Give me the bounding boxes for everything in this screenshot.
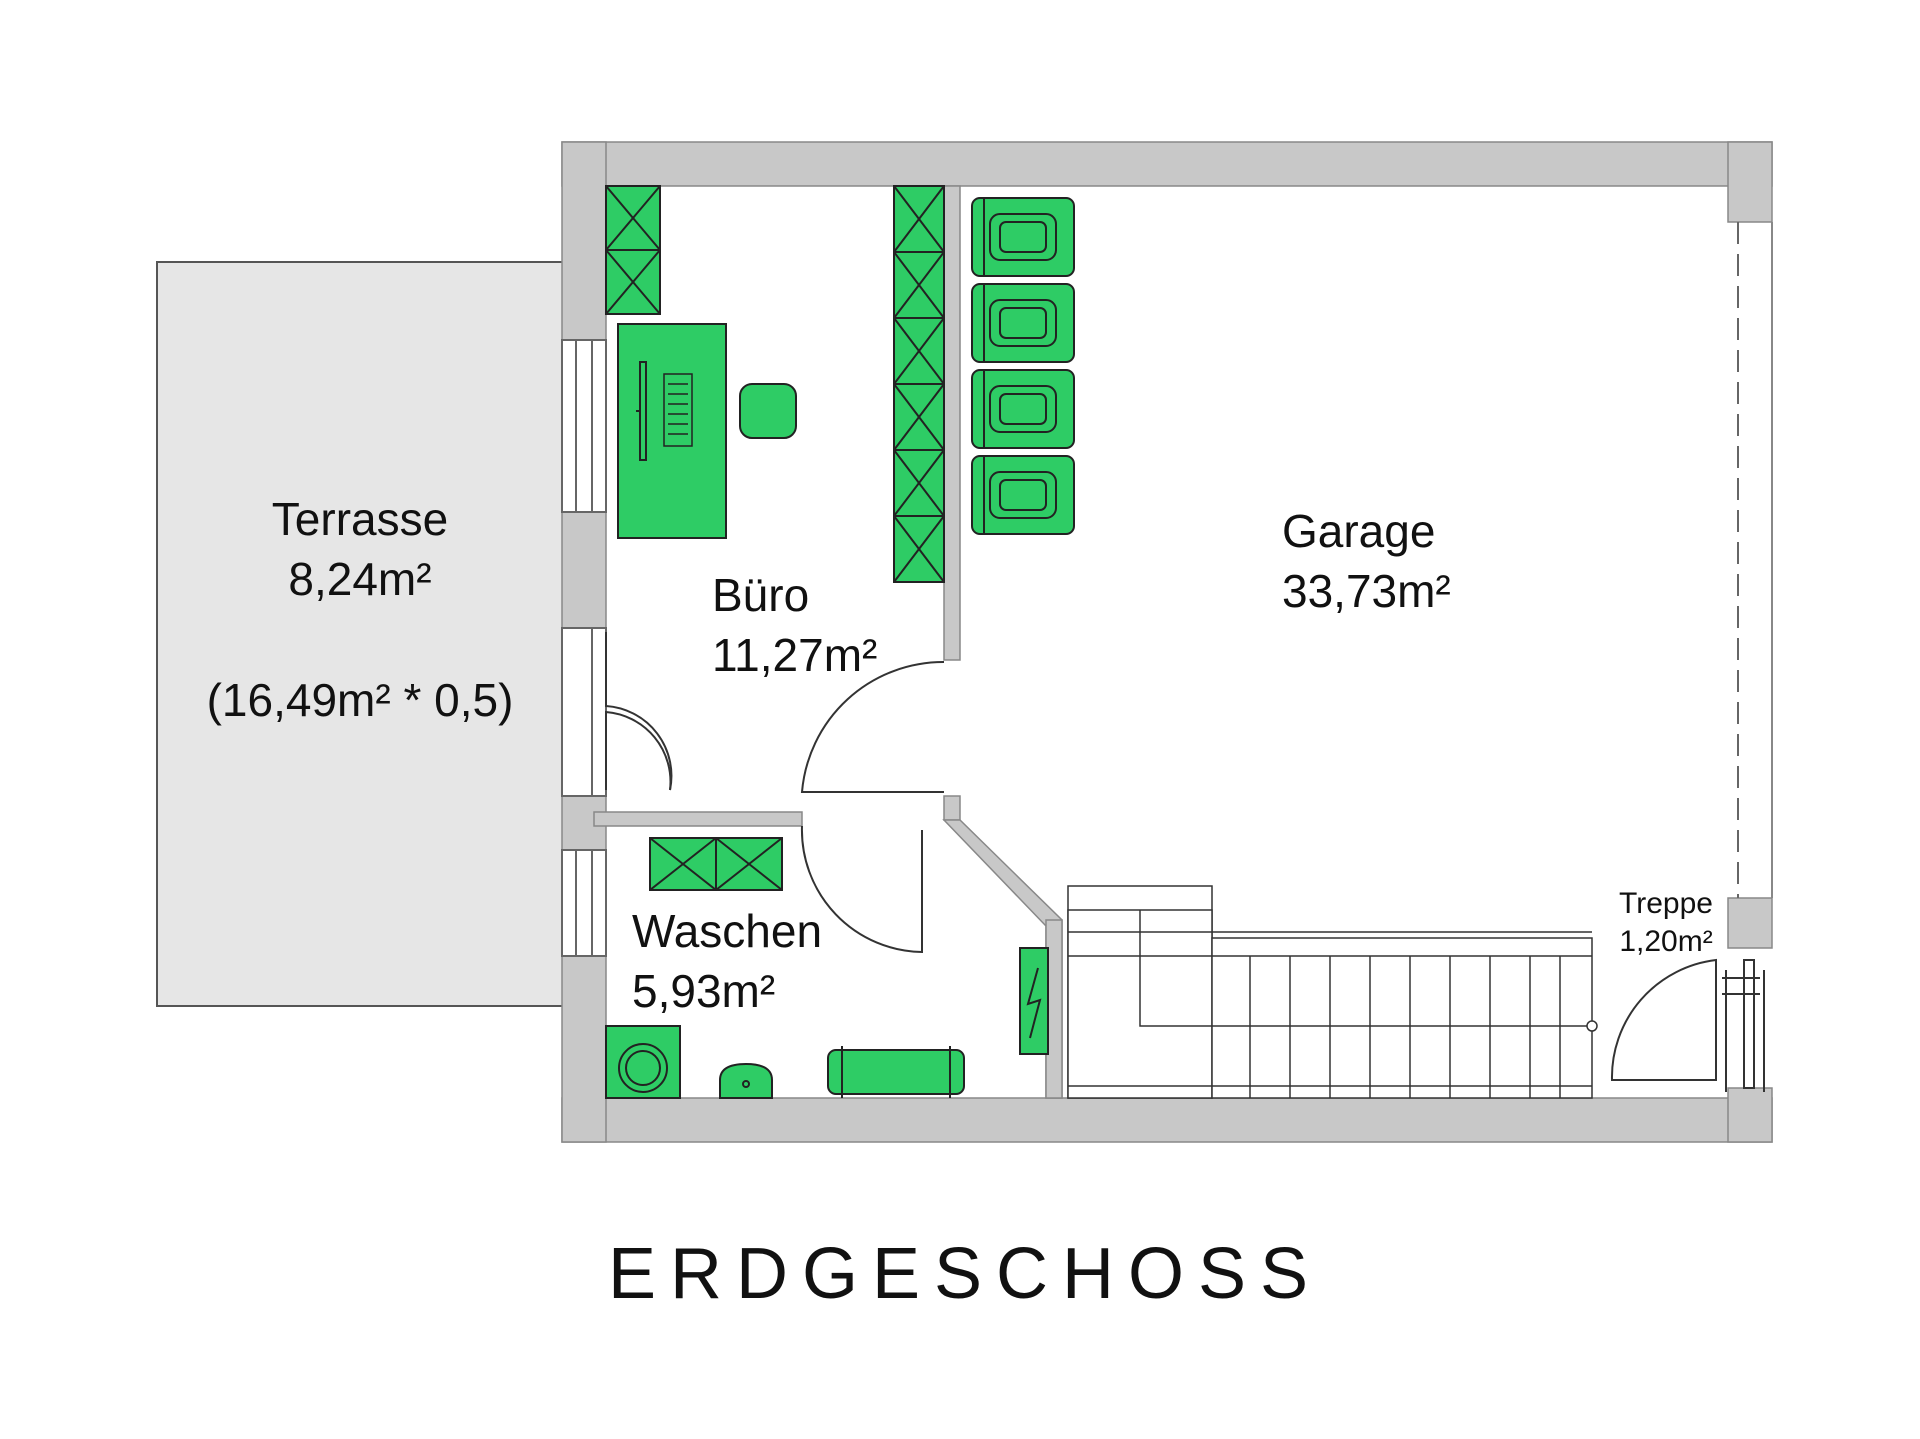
door-swing-icon (605, 632, 1717, 1081)
garage-door (1737, 222, 1773, 898)
treppe-area-value: 1,20m² (1619, 925, 1712, 958)
chair-icon (739, 383, 797, 439)
desk-icon (617, 323, 727, 539)
waschen-area-value: 5,93m² (632, 965, 775, 1017)
bench-icon (827, 1046, 965, 1098)
door-terrace-frame (561, 627, 607, 797)
bin-icon (971, 455, 1075, 535)
terrace-name: Terrasse (272, 493, 448, 545)
terrace-note: (16,49m² * 0,5) (207, 674, 514, 726)
keyboard-icon (663, 373, 693, 447)
treppe-name: Treppe (1619, 887, 1713, 920)
bin-icon (971, 197, 1075, 277)
floor-title: ERDGESCHOSS (608, 1234, 1322, 1314)
cabinet-icon (605, 185, 661, 315)
bin-icon (971, 283, 1075, 363)
buero-area-value: 11,27m² (712, 629, 877, 681)
outer-walls (561, 141, 1773, 1143)
bin-icon (971, 369, 1075, 449)
interior-walls (593, 185, 1063, 1099)
window-waschen (561, 849, 607, 957)
window-buero (561, 339, 607, 513)
buero-name: Büro (712, 569, 809, 621)
garage-name: Garage (1282, 505, 1435, 557)
monitor-icon (636, 361, 647, 461)
waschen-name: Waschen (632, 905, 822, 957)
sink-icon (719, 1062, 773, 1099)
entrance-door (1722, 959, 1765, 1092)
electric-panel-icon (1019, 947, 1049, 1055)
washing-machine-icon (605, 1025, 681, 1099)
cabinet-icon (893, 185, 945, 583)
terrace-area (156, 261, 564, 1007)
stair-icon (1067, 885, 1598, 1099)
garage-area-value: 33,73m² (1282, 565, 1451, 617)
cabinet-icon (649, 837, 783, 891)
terrace-area-value: 8,24m² (288, 553, 431, 605)
